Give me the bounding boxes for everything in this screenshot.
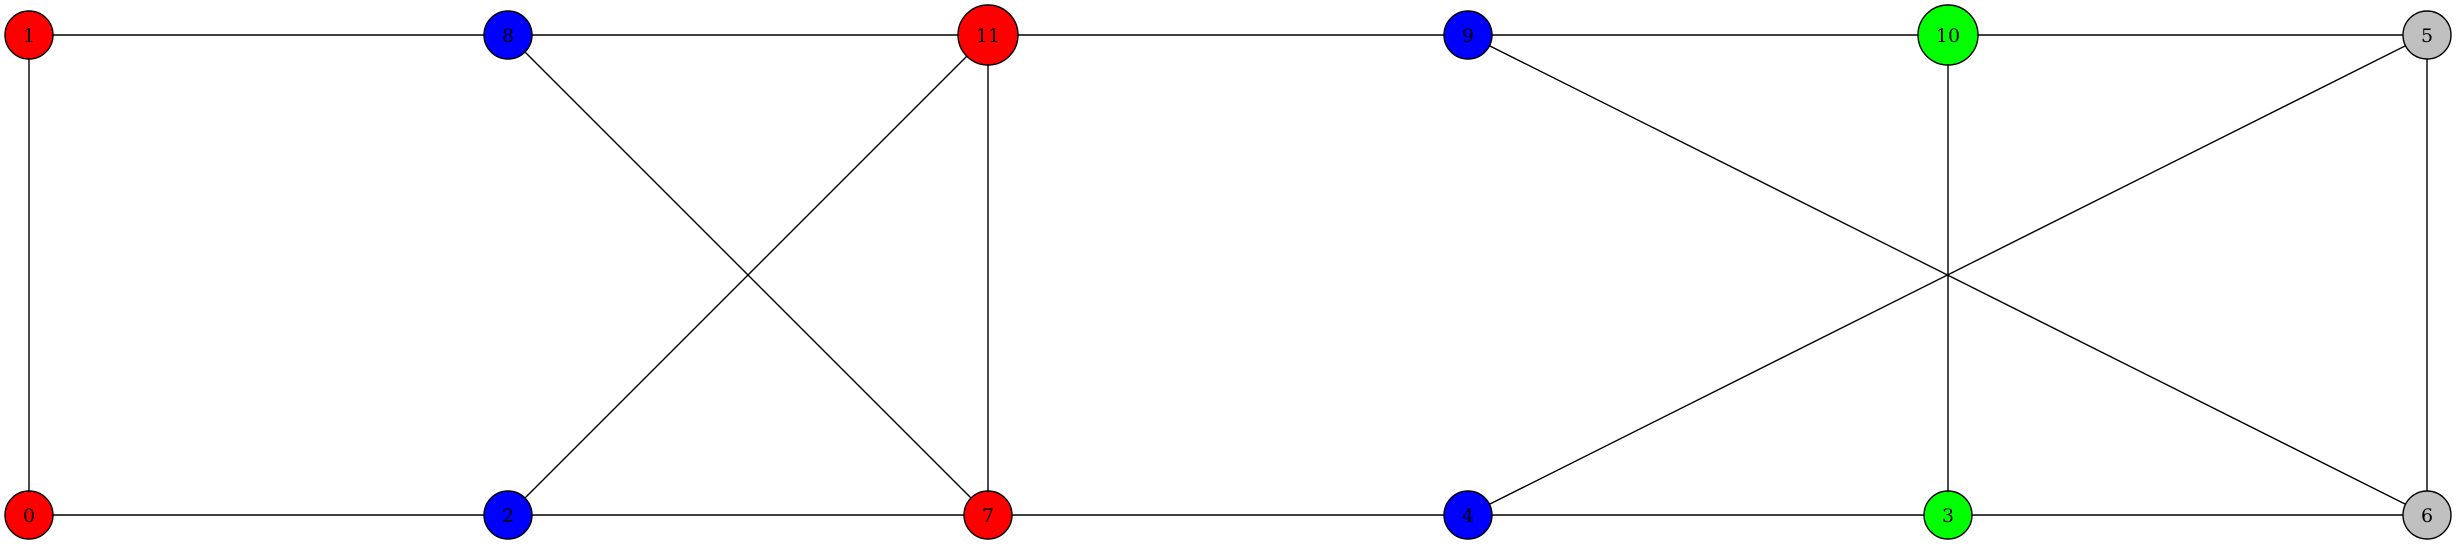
node-5: 5 bbox=[2402, 10, 2452, 60]
node-8-label: 8 bbox=[502, 25, 514, 47]
node-8: 8 bbox=[483, 10, 533, 60]
node-7-circle bbox=[963, 490, 1013, 540]
nodes-layer: 0 1 2 3 4 5 6 7 8 9 10 11 bbox=[4, 4, 2452, 540]
node-5-circle bbox=[2402, 10, 2452, 60]
node-1-label: 1 bbox=[23, 25, 35, 47]
node-2-label: 2 bbox=[502, 505, 514, 527]
node-1-circle bbox=[4, 10, 54, 60]
node-0-circle bbox=[4, 490, 54, 540]
edges-layer bbox=[28, 34, 2428, 516]
node-3-circle bbox=[1923, 490, 1973, 540]
node-10-circle bbox=[1917, 4, 1979, 66]
node-6: 6 bbox=[2402, 490, 2452, 540]
node-10-label: 10 bbox=[1936, 25, 1960, 47]
node-6-label: 6 bbox=[2421, 505, 2433, 527]
edge-5-4 bbox=[1467, 34, 2428, 516]
node-0-label: 0 bbox=[23, 505, 35, 527]
node-11-circle bbox=[957, 4, 1019, 66]
node-4-label: 4 bbox=[1462, 505, 1474, 527]
node-5-label: 5 bbox=[2421, 25, 2433, 47]
node-3: 3 bbox=[1923, 490, 1973, 540]
node-9-label: 9 bbox=[1462, 25, 1474, 47]
node-9: 9 bbox=[1443, 10, 1493, 60]
node-8-circle bbox=[483, 10, 533, 60]
node-1: 1 bbox=[4, 10, 54, 60]
node-7: 7 bbox=[963, 490, 1013, 540]
node-0: 0 bbox=[4, 490, 54, 540]
node-4-circle bbox=[1443, 490, 1493, 540]
node-4: 4 bbox=[1443, 490, 1493, 540]
edge-11-2 bbox=[507, 34, 989, 516]
node-6-circle bbox=[2402, 490, 2452, 540]
node-7-label: 7 bbox=[982, 505, 994, 527]
node-11-label: 11 bbox=[976, 25, 1000, 47]
node-2-circle bbox=[483, 490, 533, 540]
node-2: 2 bbox=[483, 490, 533, 540]
node-10: 10 bbox=[1917, 4, 1979, 66]
node-3-label: 3 bbox=[1942, 505, 1954, 527]
node-11: 11 bbox=[957, 4, 1019, 66]
node-9-circle bbox=[1443, 10, 1493, 60]
